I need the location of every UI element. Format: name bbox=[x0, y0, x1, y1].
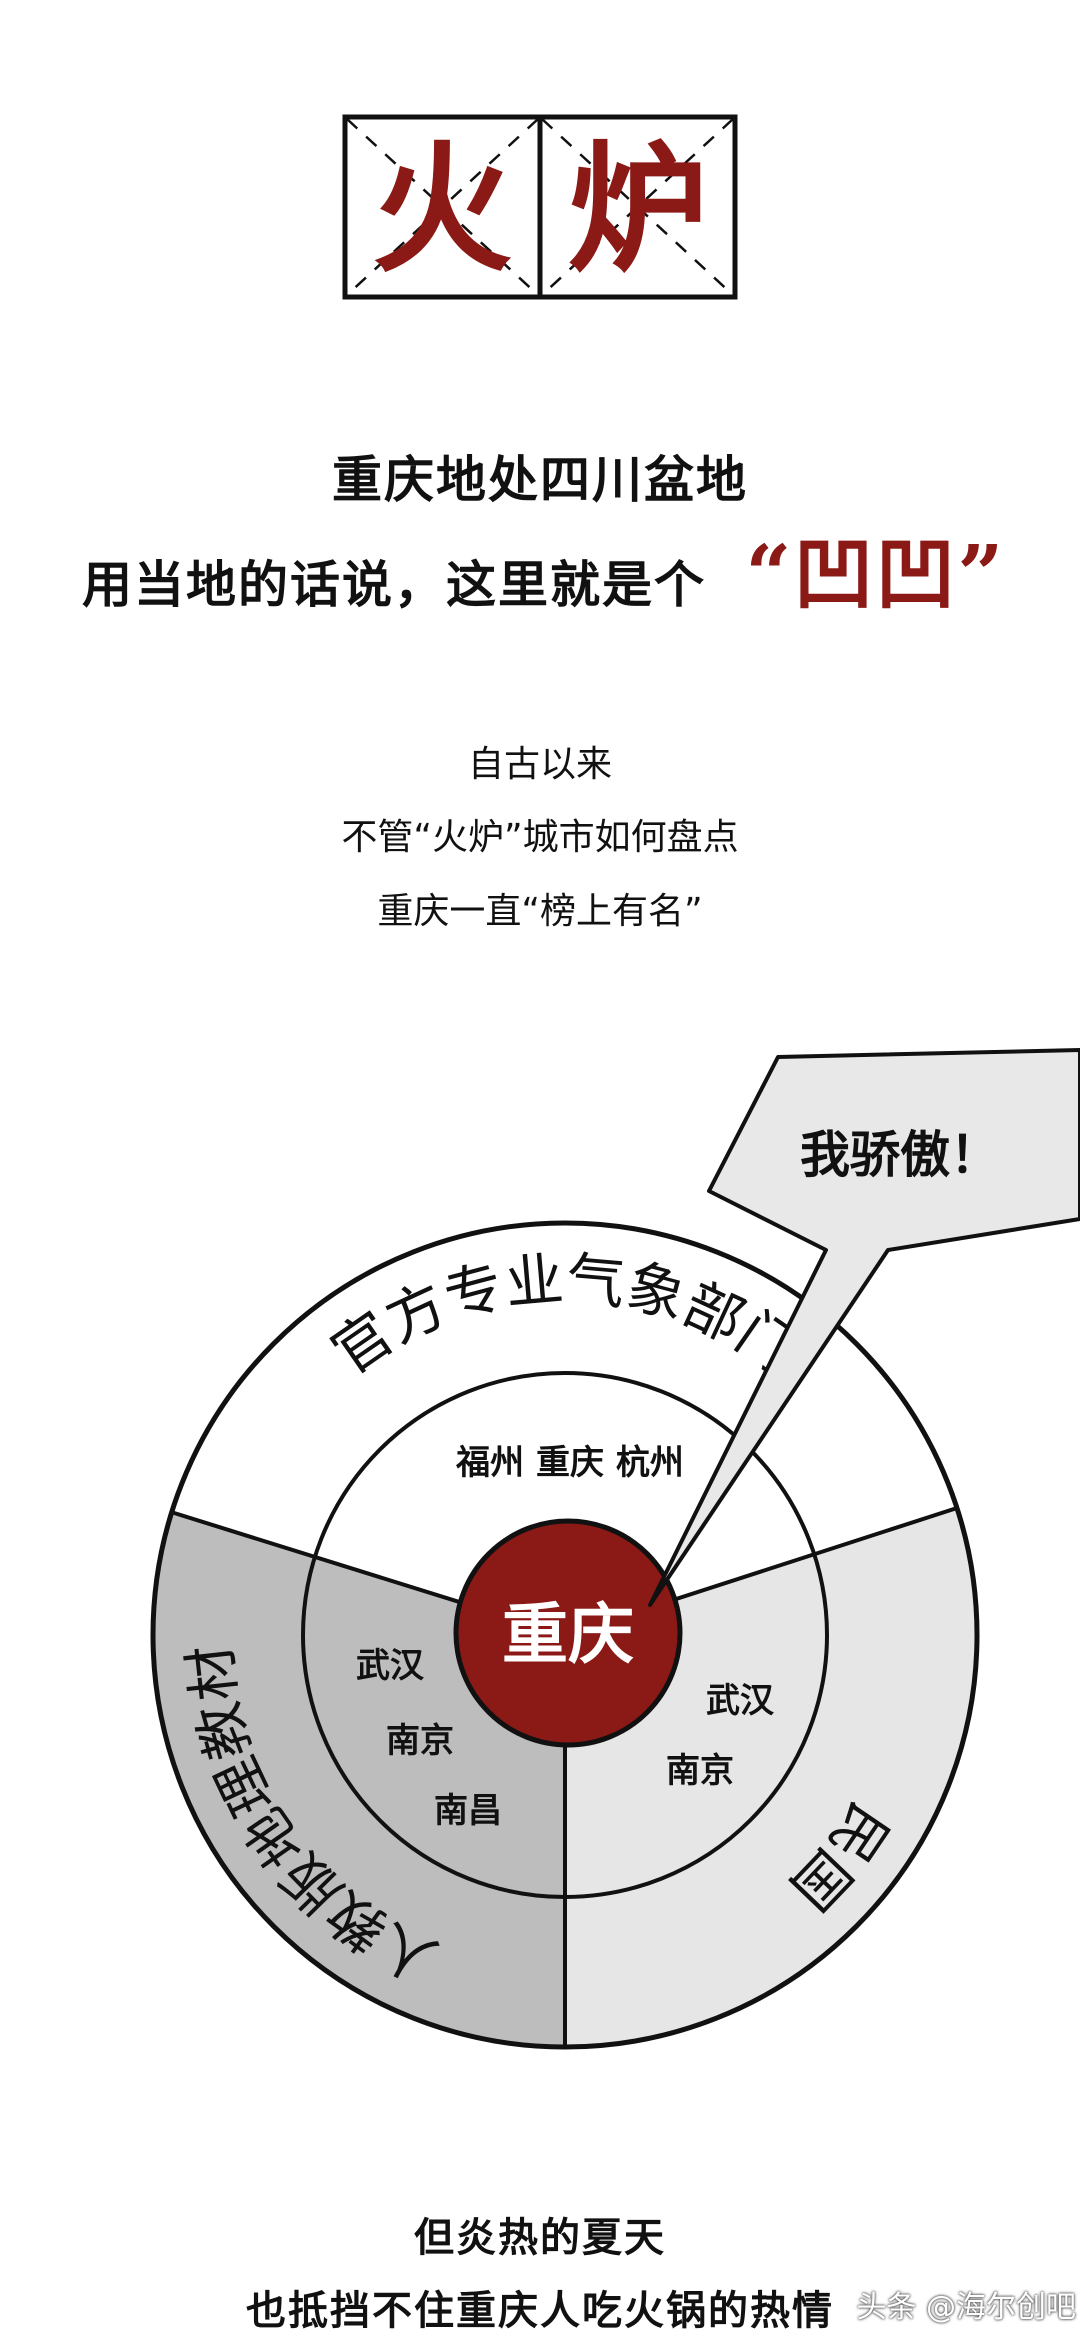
right-city-2: 南京 bbox=[666, 1751, 734, 1791]
middle-line-1: 自古以来 bbox=[467, 744, 612, 785]
title-char-1: 火 bbox=[372, 128, 512, 292]
center-circle bbox=[453, 1518, 683, 1748]
outer-ring bbox=[153, 1223, 977, 2047]
center-label: 重庆 bbox=[502, 1595, 634, 1673]
middle-line-2: 不管“火炉”城市如何盘点 bbox=[341, 817, 739, 858]
sector-right bbox=[565, 1508, 978, 2047]
sector-dividers bbox=[170, 1506, 958, 2047]
intro-line-2: 用当地的话说，这里就是个 “凹凹” bbox=[82, 510, 1005, 626]
sector-top-label: 官方专业气象部门 bbox=[320, 1245, 811, 1388]
sector-right-label: 民国 bbox=[778, 1792, 901, 1922]
middle-line-3: 重庆一直“榜上有名” bbox=[377, 891, 703, 932]
left-city-1: 武汉 bbox=[356, 1646, 425, 1686]
speech-text: 我骄傲！ bbox=[800, 1126, 1000, 1184]
left-city-3: 南昌 bbox=[434, 1791, 502, 1831]
title-box: 火 炉 bbox=[342, 114, 738, 300]
footer-line-2: 也抵挡不住重庆人吃火锅的热情 bbox=[246, 2287, 834, 2334]
middle-ring bbox=[301, 1371, 829, 1899]
right-city-1: 武汉 bbox=[706, 1681, 775, 1721]
left-city-2: 南京 bbox=[386, 1721, 454, 1761]
intro-highlight: “凹凹” bbox=[745, 527, 1006, 621]
sector-left bbox=[152, 1512, 565, 2048]
footer-line-1: 但炎热的夏天 bbox=[414, 2214, 666, 2261]
intro-line-1: 重庆地处四川盆地 bbox=[332, 451, 748, 509]
top-cities: 福州 重庆 杭州 bbox=[455, 1443, 684, 1483]
speech-bubble bbox=[648, 1048, 1080, 1607]
intro-line-2-text: 用当地的话说，这里就是个 bbox=[82, 556, 706, 614]
sector-left-label: 人教版地理教材 bbox=[178, 1642, 448, 1994]
title-char-2: 炉 bbox=[568, 128, 708, 292]
grid-diagonals bbox=[346, 118, 734, 296]
watermark: 头条 @海尔创吧 bbox=[856, 2290, 1076, 2325]
